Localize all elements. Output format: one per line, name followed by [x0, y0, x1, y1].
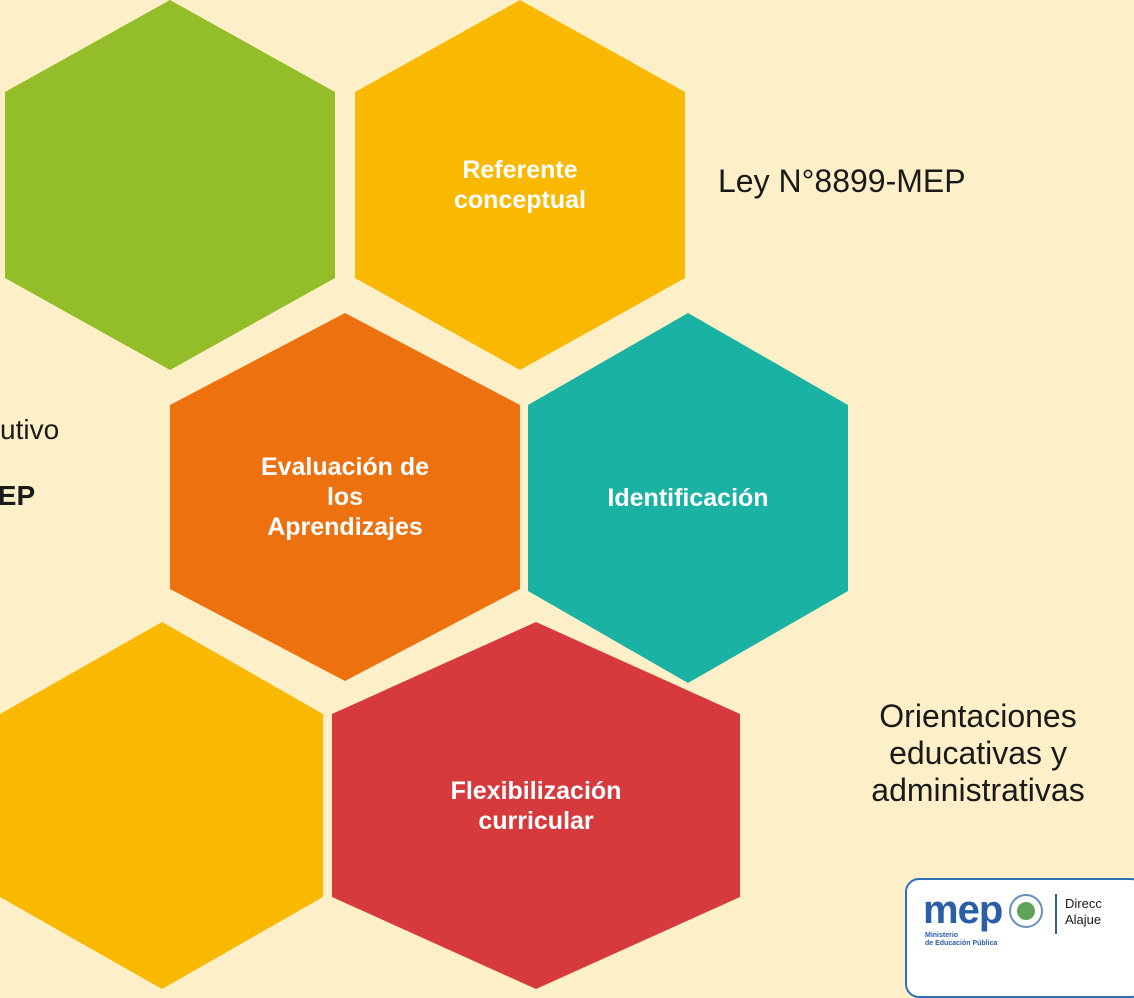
mep-logo-subtitle-line2: de Educación Pública: [925, 940, 998, 947]
hexagon-identificacion-label: Identificación: [607, 484, 769, 512]
mep-logo-direction: Direcc Alajue: [1065, 896, 1102, 928]
orientaciones-text: Orientaciones educativas y administrativ…: [871, 698, 1085, 808]
iep-text: IEP: [0, 480, 36, 511]
hexagon-referente-conceptual: Referente conceptual: [355, 0, 685, 370]
hexagon-evaluacion-aprendizajes: Evaluación de los Aprendizajes: [170, 313, 520, 681]
mep-logo-direction-line2: Alajue: [1065, 912, 1102, 927]
hexagon-evaluacion-aprendizajes-label: Evaluación de los Aprendizajes: [260, 453, 430, 541]
hexagon-identificacion: Identificación: [528, 313, 848, 683]
seal-icon: [1009, 894, 1043, 928]
utivo-text: utivo: [0, 414, 60, 445]
mep-logo: mep Ministerio de Educación Pública Dire…: [905, 878, 1134, 998]
hexagon-referente-conceptual-label: Referente conceptual: [454, 156, 586, 214]
mep-logo-subtitle-line1: Ministerio: [925, 932, 959, 939]
mep-logo-direction-line1: Direcc: [1065, 896, 1102, 911]
logo-divider: [1055, 894, 1057, 934]
hexagon-yellow-bottom-label: [0, 622, 323, 989]
hexagon-green: [5, 0, 335, 370]
hexagon-flexibilizacion-curricular-label: Flexibilización curricular: [450, 776, 622, 835]
hexagon-yellow-bottom: [0, 622, 323, 989]
mep-logo-subtitle: Ministerio de Educación Pública: [925, 932, 997, 948]
hexagon-flexibilizacion-curricular: Flexibilización curricular: [332, 622, 740, 989]
mep-logo-brand: mep: [923, 888, 1003, 932]
ley-text: Ley N°8899-MEP: [718, 163, 966, 199]
